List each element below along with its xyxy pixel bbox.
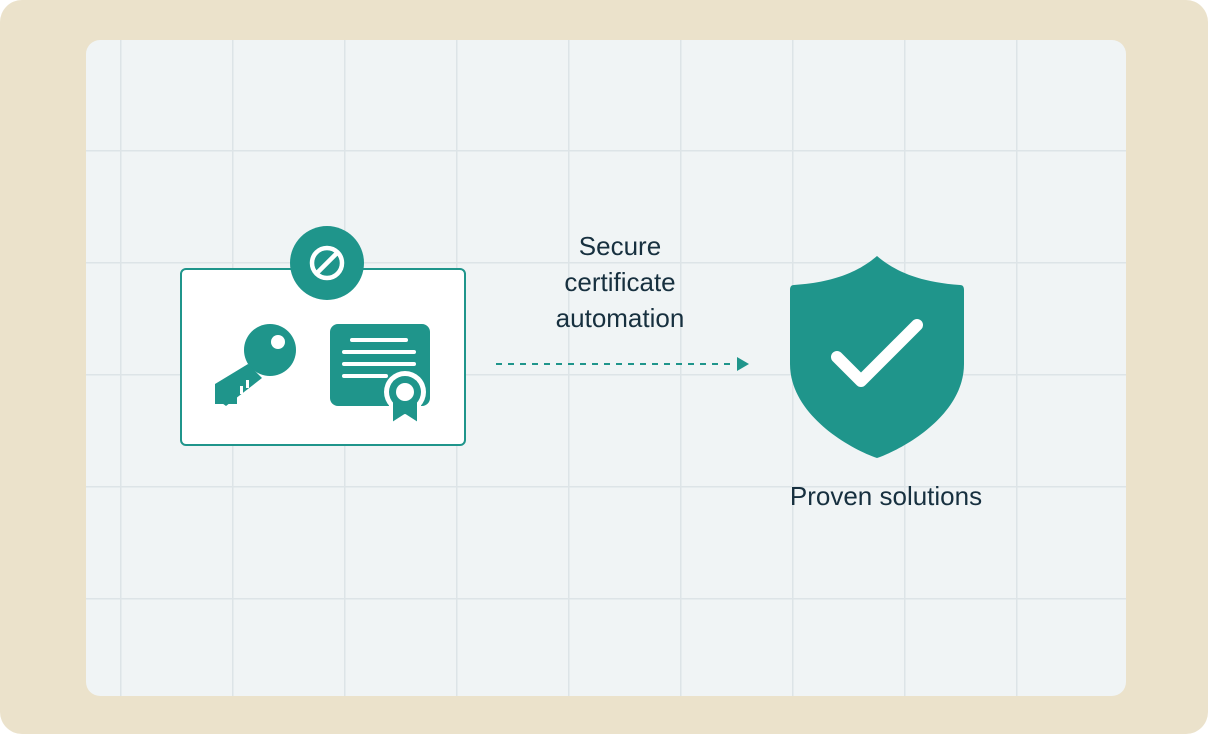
- arrowhead-icon: [737, 357, 749, 371]
- connector-label: Secure certificate automation: [520, 228, 720, 336]
- certificate-icon: [328, 322, 432, 426]
- ban-icon: [290, 226, 364, 300]
- key-icon: [212, 322, 302, 408]
- shield-check-icon: [788, 254, 966, 460]
- connector-label-line-1: Secure: [578, 231, 662, 261]
- connector-label-line-2: certificate: [564, 267, 676, 297]
- connector-label-line-3: automation: [555, 303, 685, 333]
- dashed-arrow: [490, 354, 752, 374]
- shield-label: Proven solutions: [789, 481, 983, 511]
